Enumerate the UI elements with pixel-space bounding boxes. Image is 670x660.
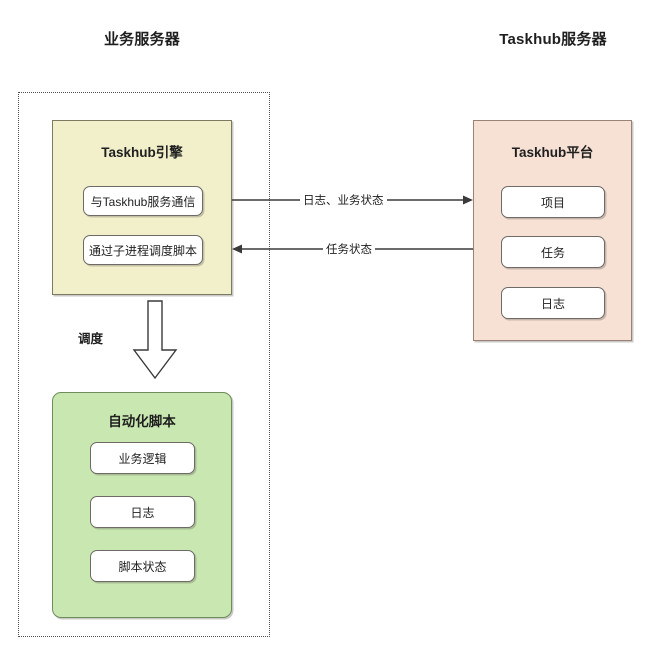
item-script-status[interactable]: 脚本状态	[90, 550, 195, 582]
connector-label-logs-status: 日志、业务状态	[300, 192, 387, 208]
block-arrow-down-icon	[132, 300, 178, 380]
item-script-business-logic[interactable]: 业务逻辑	[90, 442, 195, 474]
business-server-boundary	[18, 92, 270, 637]
item-engine-communicate[interactable]: 与Taskhub服务通信	[83, 186, 203, 216]
item-platform-task[interactable]: 任务	[501, 236, 605, 268]
group-title-automation-script: 自动化脚本	[108, 414, 176, 429]
item-platform-log[interactable]: 日志	[501, 287, 605, 319]
heading-taskhub-server: Taskhub服务器	[499, 31, 607, 48]
arrowhead-right-icon	[463, 195, 473, 205]
item-platform-project[interactable]: 项目	[501, 186, 605, 218]
group-title-taskhub-platform: Taskhub平台	[511, 145, 594, 160]
connector-label-task-status: 任务状态	[323, 241, 375, 257]
item-engine-subprocess-schedule[interactable]: 通过子进程调度脚本	[83, 235, 203, 265]
heading-business-server: 业务服务器	[103, 31, 180, 48]
item-script-log[interactable]: 日志	[90, 496, 195, 528]
block-arrow-label-dispatch: 调度	[78, 332, 104, 346]
group-title-taskhub-engine: Taskhub引擎	[101, 145, 183, 160]
